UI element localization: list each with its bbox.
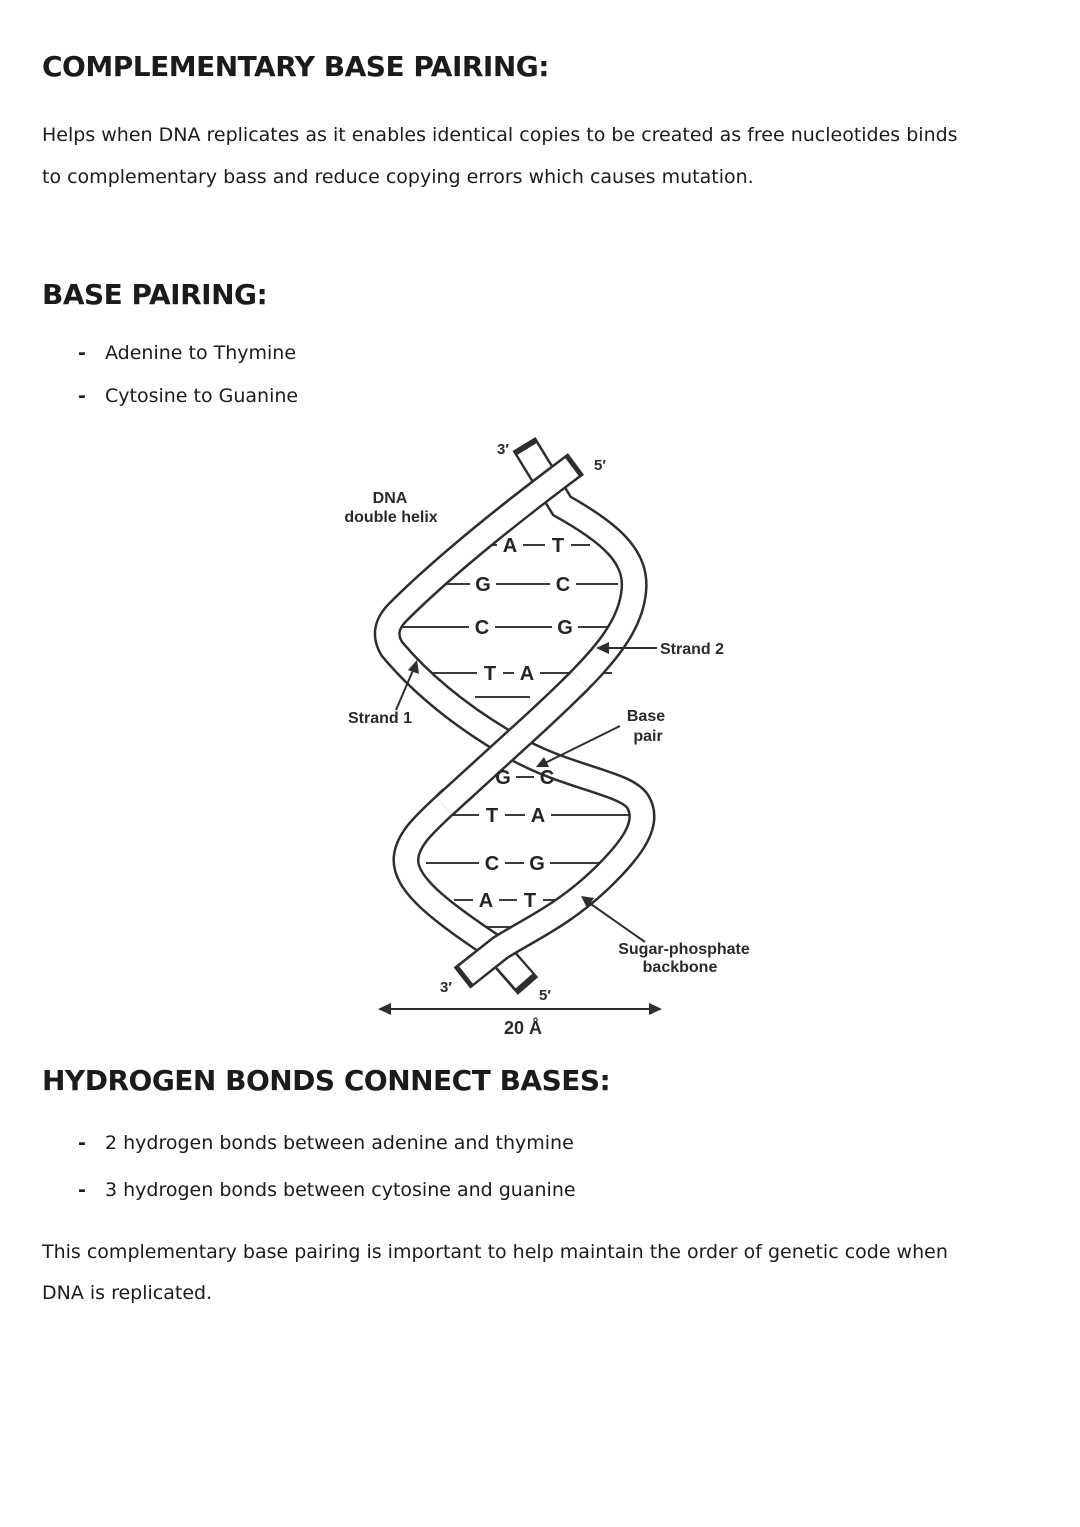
strand2-label: Strand 2	[660, 641, 724, 658]
bullet-dash: -	[78, 385, 86, 407]
base-letter: C	[556, 574, 570, 596]
paragraph-complementary: Helps when DNA replicates as it enables …	[42, 114, 1047, 198]
bullet-dash: -	[78, 1132, 86, 1154]
paragraph-closing: This complementary base pairing is impor…	[42, 1232, 1047, 1314]
bullet-text: Adenine to Thymine	[105, 342, 297, 364]
base-letter: C	[475, 617, 489, 639]
bullet-dash: -	[78, 342, 86, 364]
dna-double-helix-diagram: A T G C C G T A G C T A C G A T	[344, 436, 750, 1038]
paragraph-line: This complementary base pairing is impor…	[42, 1241, 948, 1263]
base-pair-label-line2: pair	[633, 728, 662, 745]
three-prime-top-label: 3′	[497, 441, 509, 458]
base-pair-arrowhead	[536, 757, 549, 767]
paragraph-line: Helps when DNA replicates as it enables …	[42, 124, 958, 146]
base-letters: A T G C C G T A G C T A C G A T	[475, 535, 573, 912]
strand1-label: Strand 1	[348, 710, 412, 727]
diagram-labels: 3′ 5′ DNA double helix Strand 2 Strand 1…	[344, 441, 750, 1038]
bullet-text: Cytosine to Guanine	[105, 385, 299, 407]
annotation-arrows	[378, 642, 662, 1015]
base-letter: C	[540, 767, 554, 789]
base-letter: G	[529, 853, 545, 875]
strand1-arrow	[395, 667, 415, 711]
strand1-arrowhead	[408, 660, 419, 674]
list-item: - Cytosine to Guanine	[78, 385, 298, 428]
base-letter: A	[503, 535, 517, 557]
five-prime-bottom-label: 5′	[539, 987, 551, 1004]
strand-2-front-crossing	[434, 670, 590, 817]
base-letter: A	[531, 805, 545, 827]
width-arrowhead-right	[649, 1003, 662, 1015]
base-letter: G	[557, 617, 573, 639]
base-pair-arrow	[544, 725, 621, 764]
heading-base-pairing: BASE PAIRING:	[42, 278, 268, 311]
width-arrowhead-left	[378, 1003, 391, 1015]
base-letter: T	[486, 805, 498, 827]
base-letter: T	[524, 890, 536, 912]
bullet-dash: -	[78, 1179, 86, 1201]
sugar-backbone-label-line1: Sugar-phosphate	[618, 941, 750, 958]
base-letter: T	[552, 535, 564, 557]
list-item: - 2 hydrogen bonds between adenine and t…	[78, 1132, 576, 1179]
sugar-backbone-arrowhead	[581, 896, 594, 908]
base-pairing-bullet-list: - Adenine to Thymine - Cytosine to Guani…	[78, 342, 298, 428]
strand-2-ribbon	[392, 436, 648, 995]
list-item: - 3 hydrogen bonds between cytosine and …	[78, 1179, 576, 1226]
dna-label-line2: double helix	[344, 509, 437, 526]
three-prime-bottom-label: 3′	[440, 979, 452, 996]
dna-label-line1: DNA	[373, 490, 408, 507]
paragraph-line: to complementary bass and reduce copying…	[42, 166, 754, 188]
base-letter: G	[495, 767, 511, 789]
base-letter: A	[479, 890, 493, 912]
strand2-arrowhead	[596, 642, 609, 654]
five-prime-top-label: 5′	[594, 457, 606, 474]
base-letter: C	[485, 853, 499, 875]
hydrogen-bullet-list: - 2 hydrogen bonds between adenine and t…	[78, 1132, 576, 1226]
base-letter: A	[520, 663, 534, 685]
base-pair-label-line1: Base	[627, 708, 665, 725]
heading-hydrogen-bonds: HYDROGEN BONDS CONNECT BASES:	[42, 1064, 611, 1097]
list-item: - Adenine to Thymine	[78, 342, 298, 385]
base-letter: G	[475, 574, 491, 596]
width-label: 20 Å	[504, 1018, 542, 1038]
heading-complementary-base-pairing: COMPLEMENTARY BASE PAIRING:	[42, 50, 549, 83]
base-letter: T	[484, 663, 496, 685]
sugar-backbone-label-line2: backbone	[643, 959, 718, 976]
bullet-text: 2 hydrogen bonds between adenine and thy…	[105, 1132, 574, 1154]
bullet-text: 3 hydrogen bonds between cytosine and gu…	[105, 1179, 576, 1201]
paragraph-line: DNA is replicated.	[42, 1282, 213, 1304]
sugar-backbone-arrow	[587, 901, 646, 943]
